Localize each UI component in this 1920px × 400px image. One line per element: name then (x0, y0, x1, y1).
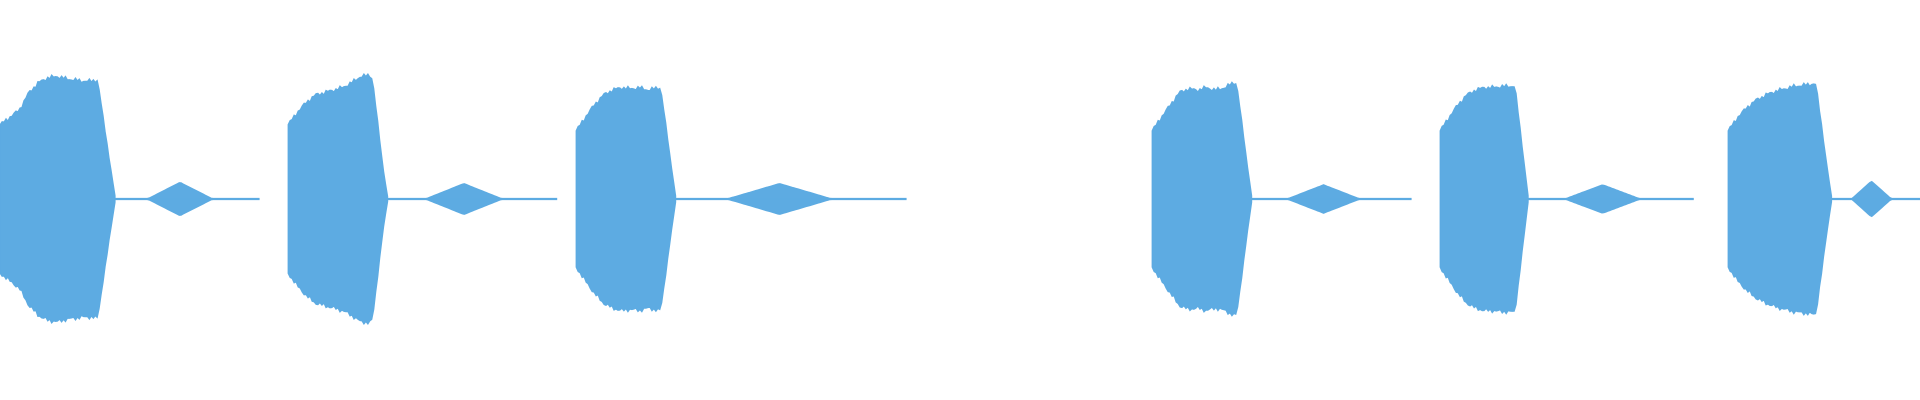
waveform-burst-2 (287, 73, 389, 325)
waveform-burst-1 (0, 73, 116, 325)
waveform-burst-5 (1439, 83, 1529, 315)
waveform-burst-4 (1151, 81, 1253, 317)
waveform-burst-6 (1727, 82, 1833, 316)
waveform-burst-3 (575, 85, 677, 313)
